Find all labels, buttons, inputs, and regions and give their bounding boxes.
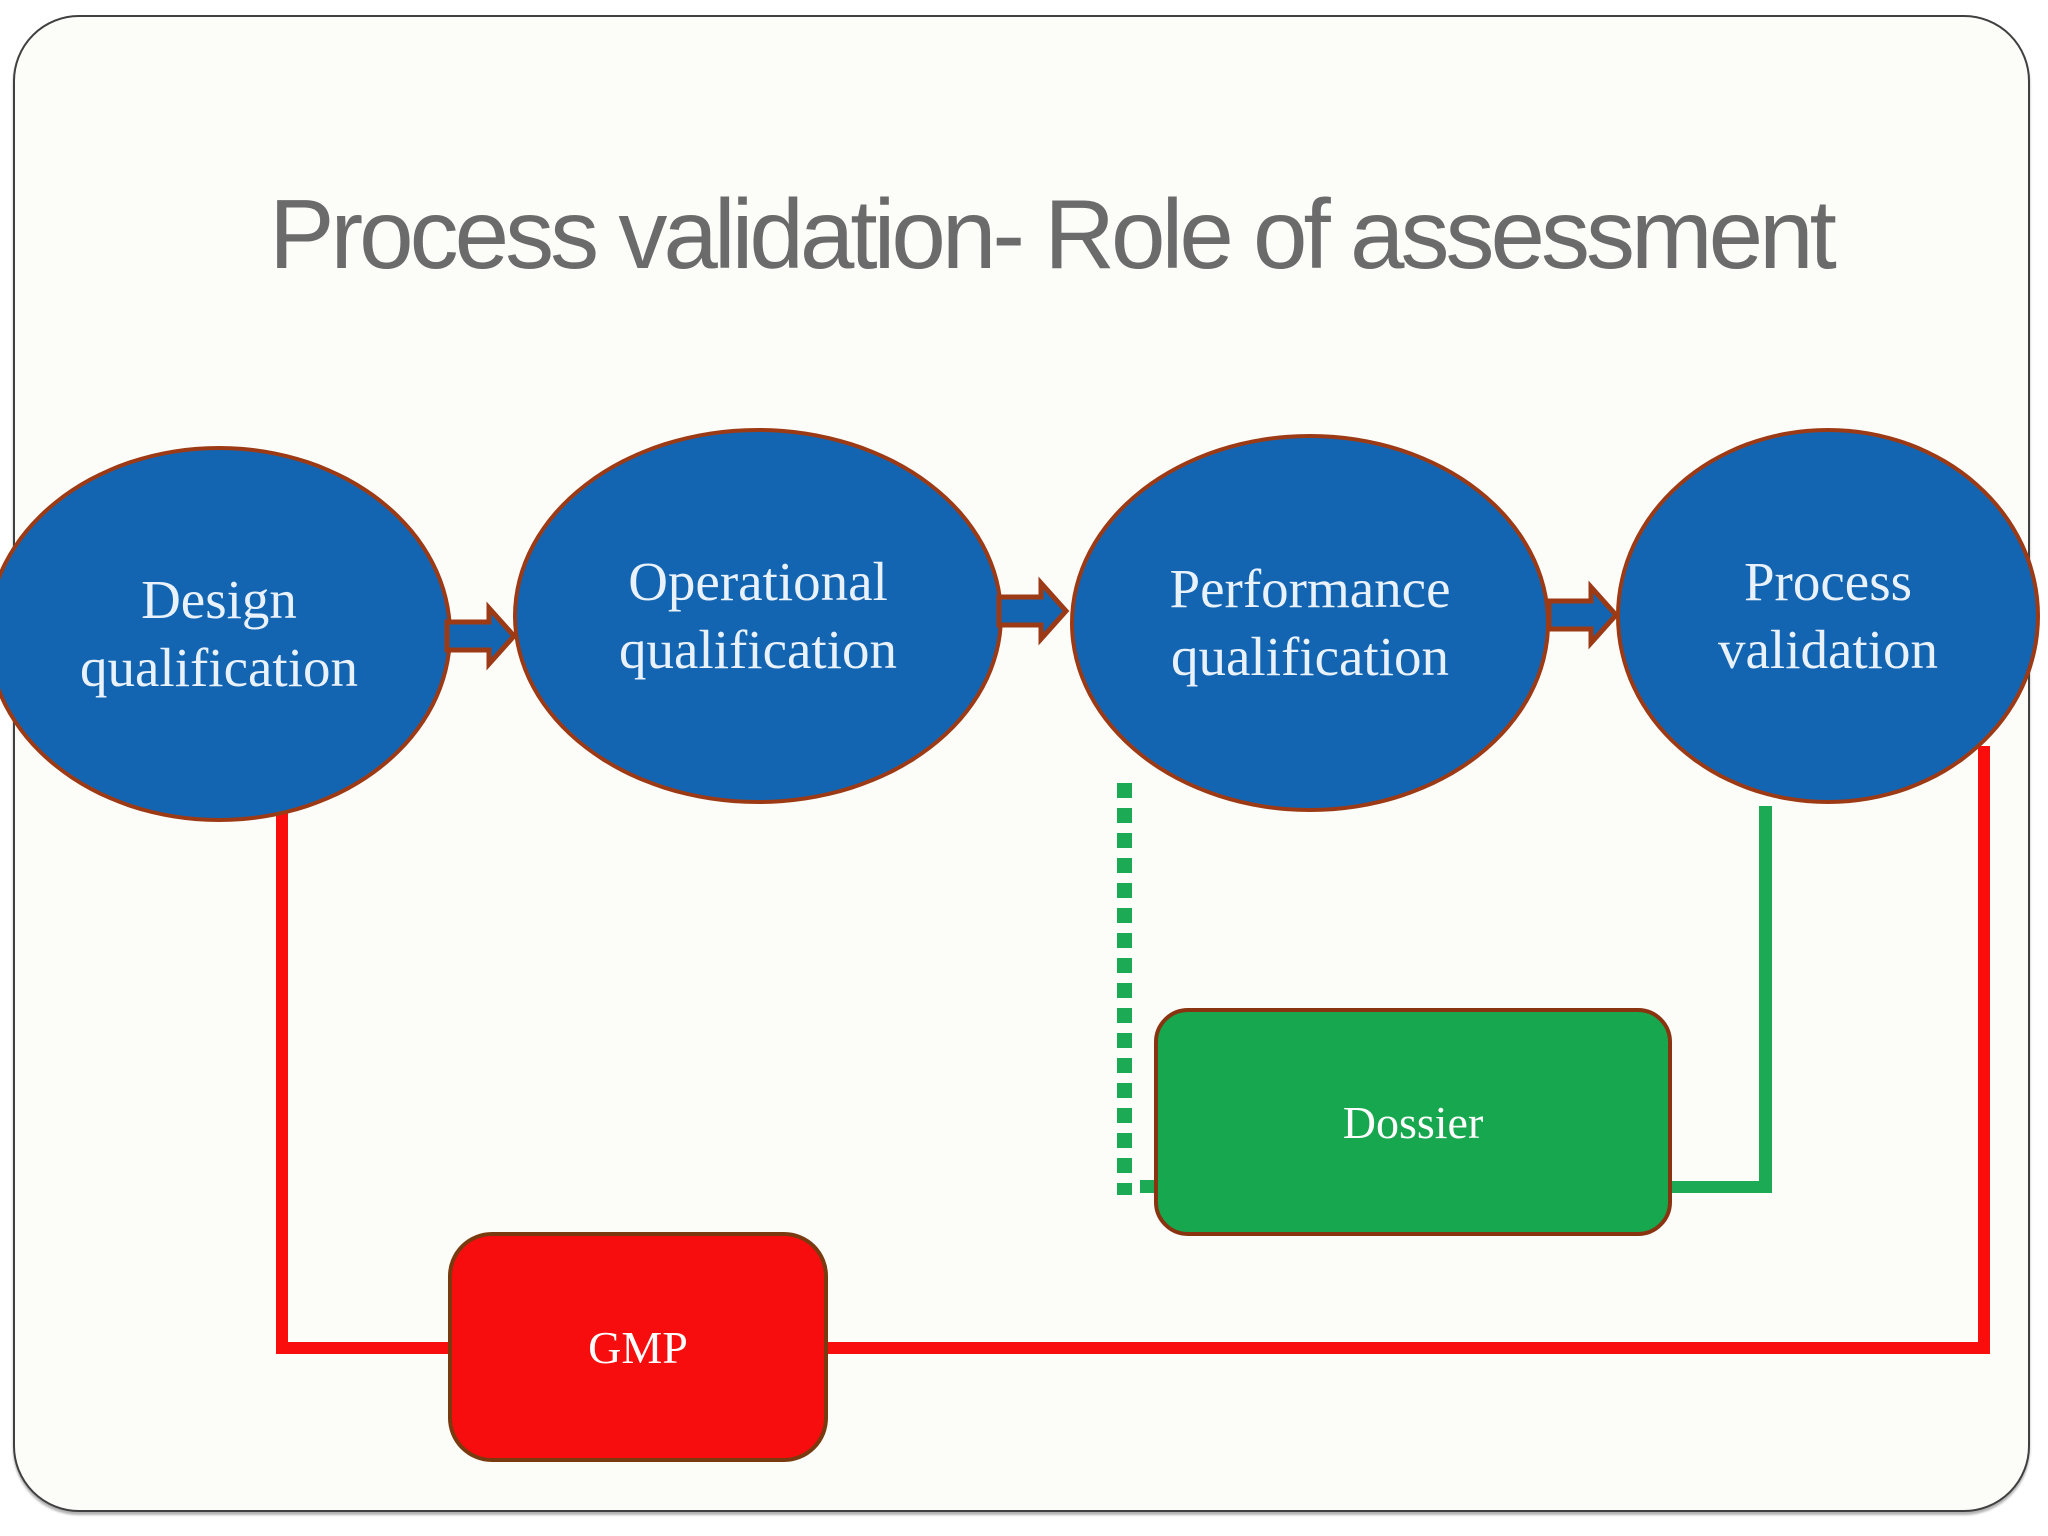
node-label: Design [141,569,297,630]
node-label: qualification [619,619,897,680]
node-operational-qualification: Operational qualification [513,428,1003,804]
node-label: validation [1718,619,1938,680]
connector-green-to-dossier [1671,1181,1772,1193]
dossier-box: Dossier [1154,1008,1672,1236]
node-design-qualification: Design qualification [0,446,452,822]
node-label: Performance [1169,558,1451,619]
gmp-box: GMP [448,1232,828,1462]
connector-red-process-up [1978,746,1990,1354]
node-label: qualification [80,637,358,698]
connector-green-process-down [1759,806,1772,1193]
node-process-validation: Process validation [1616,428,2040,804]
connector-red-design-down [276,812,288,1354]
node-label: qualification [1171,626,1449,687]
page-title: Process validation- Role of assessment [269,179,1837,289]
connector-green-dash-stub [1140,1180,1154,1193]
dossier-label: Dossier [1342,1096,1484,1148]
connector-green-dotted-performance [1117,783,1132,1195]
gmp-label: GMP [588,1321,688,1373]
node-label: Operational [628,551,888,612]
node-label: Process [1743,551,1913,612]
node-performance-qualification: Performance qualification [1070,434,1550,812]
